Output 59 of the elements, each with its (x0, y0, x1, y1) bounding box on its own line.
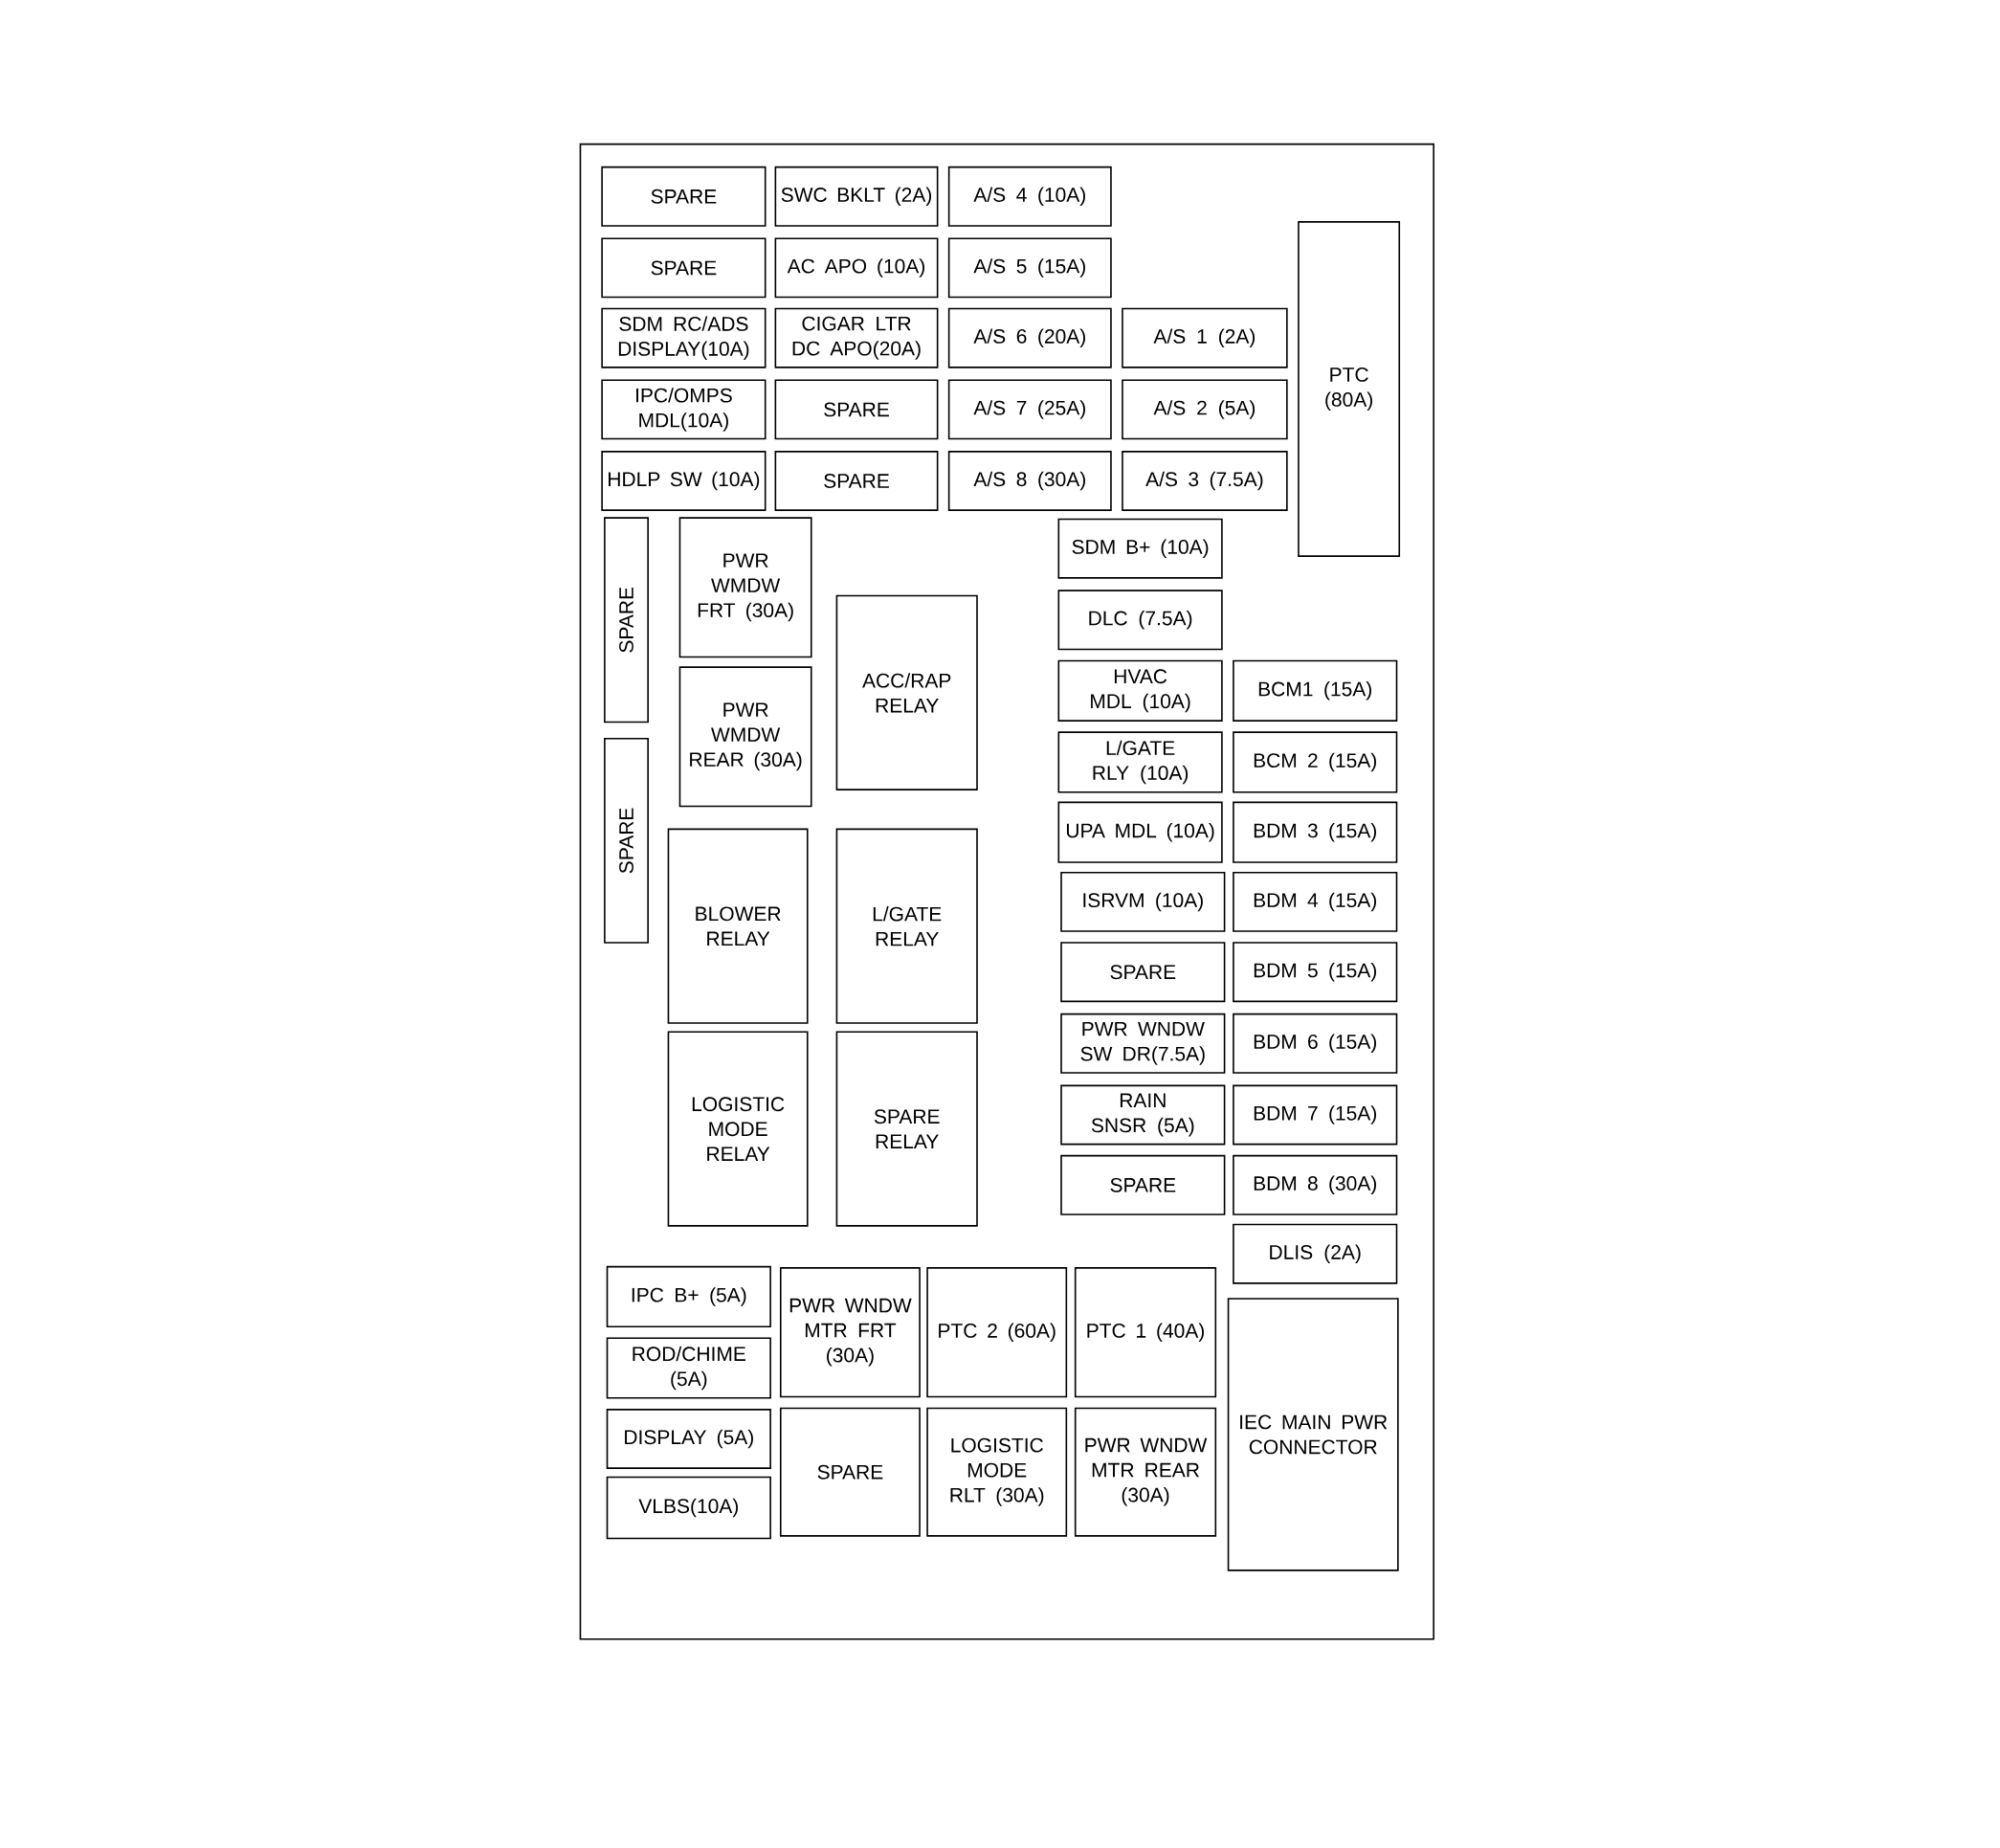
fuse-box: SPARE (779, 1407, 921, 1537)
fuse-box: PWR WNDW MTR FRT (30A) (779, 1267, 921, 1398)
fuse-box: SPARE (1060, 942, 1226, 1003)
fuse-box: BDM 7 (15A) (1233, 1084, 1398, 1146)
fuse-box: PTC 1 (40A) (1074, 1267, 1217, 1398)
fuse-box: L/GATE RELAY (835, 828, 978, 1024)
fuse-box: A/S 6 (20A) (947, 307, 1112, 368)
fuse-box: SPARE (604, 737, 649, 944)
fuse-box: A/S 7 (25A) (947, 379, 1112, 440)
fuse-box: ACC/RAP RELAY (835, 594, 978, 790)
fuse-box: BLOWER RELAY (667, 828, 809, 1024)
fuse-box: A/S 5 (15A) (947, 237, 1112, 299)
fuse-box: DISPLAY (5A) (606, 1409, 771, 1469)
fuse-box: SDM B+ (10A) (1057, 518, 1223, 579)
fuse-box: HVAC MDL (10A) (1057, 659, 1223, 722)
fuse-box: IEC MAIN PWR CONNECTOR (1227, 1298, 1399, 1571)
fuse-box: ROD/CHIME (5A) (606, 1337, 771, 1399)
fuse-box: VLBS(10A) (606, 1476, 771, 1540)
fuse-box: A/S 4 (10A) (947, 166, 1112, 227)
fuse-box: RAIN SNSR (5A) (1060, 1084, 1226, 1146)
fuse-box: DLC (7.5A) (1057, 590, 1223, 651)
fuse-box: PWR WMDW FRT (30A) (678, 517, 812, 658)
fuse-box: HDLP SW (10A) (601, 451, 767, 511)
fuse-box: BDM 5 (15A) (1233, 942, 1398, 1003)
fuse-box: ISRVM (10A) (1060, 871, 1226, 932)
fuse-box: L/GATE RLY (10A) (1057, 731, 1223, 793)
fuse-box: SPARE (1060, 1154, 1226, 1215)
fuse-box: SPARE (601, 237, 767, 299)
fuse-box: DLIS (2A) (1233, 1223, 1398, 1284)
fuse-box: UPA MDL (10A) (1057, 801, 1223, 863)
fuse-box: A/S 1 (2A) (1122, 307, 1288, 368)
fuse-box: IPC/OMPS MDL(10A) (601, 379, 767, 440)
fuse-box: PWR WMDW REAR (30A) (678, 666, 812, 808)
fuse-box: BDM 4 (15A) (1233, 871, 1398, 932)
fuse-box: A/S 3 (7.5A) (1122, 451, 1288, 511)
fuse-box: PTC 2 (60A) (926, 1267, 1068, 1398)
fuse-box: A/S 8 (30A) (947, 451, 1112, 511)
fuse-box: BCM 2 (15A) (1233, 731, 1398, 793)
fuse-box: SWC BKLT (2A) (774, 166, 939, 227)
fuse-box: LOGISTIC MODE RLT (30A) (926, 1407, 1068, 1537)
fuse-box: IPC B+ (5A) (606, 1265, 771, 1327)
fuse-box: CIGAR LTR DC APO(20A) (774, 307, 939, 368)
panel-outline (579, 143, 1434, 1640)
fuse-box: PTC (80A) (1298, 221, 1401, 557)
fuse-box: SPARE (774, 379, 939, 440)
fuse-box: BCM1 (15A) (1233, 659, 1398, 722)
fuse-box: BDM 6 (15A) (1233, 1013, 1398, 1074)
fuse-box: BDM 3 (15A) (1233, 801, 1398, 863)
fuse-box: AC APO (10A) (774, 237, 939, 299)
fuse-box: SDM RC/ADS DISPLAY(10A) (601, 307, 767, 368)
fuse-box: SPARE (604, 517, 649, 724)
fuse-box: SPARE (774, 451, 939, 511)
fuse-box: A/S 2 (5A) (1122, 379, 1288, 440)
fuse-box: LOGISTIC MODE RELAY (667, 1031, 809, 1227)
fuse-box: PWR WNDW MTR REAR (30A) (1074, 1407, 1217, 1537)
fuse-box: PWR WNDW SW DR(7.5A) (1060, 1013, 1226, 1074)
fuse-box: SPARE (601, 166, 767, 227)
fuse-box: BDM 8 (30A) (1233, 1154, 1398, 1215)
fuse-box: SPARE RELAY (835, 1031, 978, 1227)
